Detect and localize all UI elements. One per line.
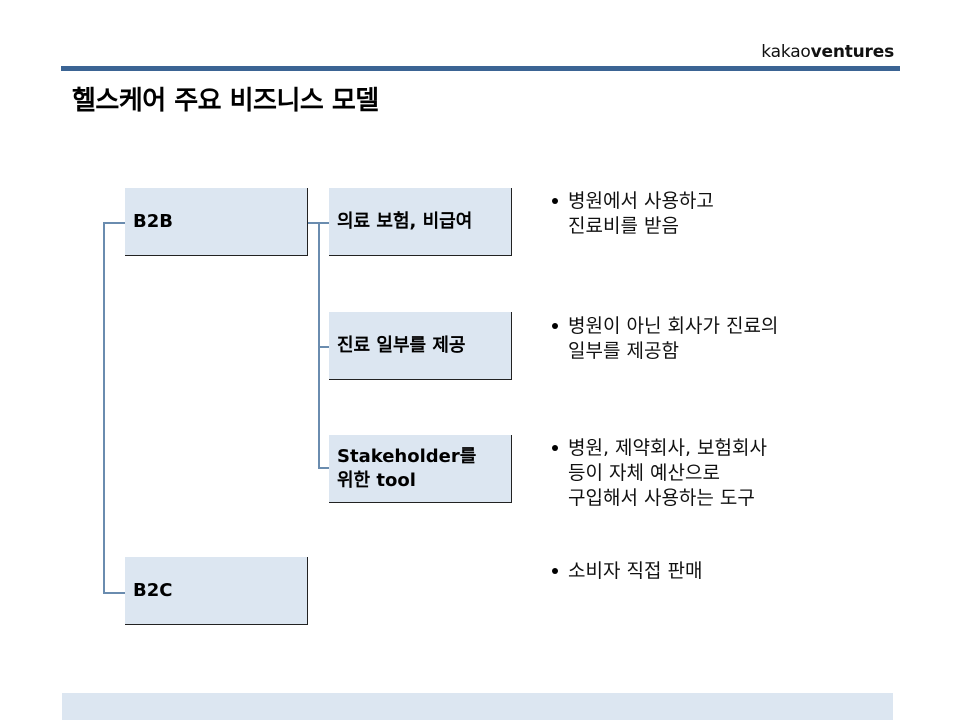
connector-to-partial-care (318, 346, 329, 348)
bullet-text: 병원, 제약회사, 보험회사 (568, 437, 767, 459)
bullet-text: 진료비를 받음 (568, 215, 679, 237)
connector-b2b-out (308, 222, 318, 224)
connector-b2b-vertical (318, 222, 320, 468)
logo-light-text: kakao (761, 42, 811, 62)
footer-band (62, 693, 893, 720)
bullet-partial-care: 병원이 아닌 회사가 진료의 일부를 제공함 (552, 314, 778, 364)
node-stakeholder-tool: Stakeholder를 위한 tool (329, 435, 512, 503)
kakaoventures-logo: kakaoventures (761, 42, 894, 62)
node-b2b: B2B (125, 188, 308, 256)
bullet-text: 구입해서 사용하는 도구 (568, 487, 755, 509)
node-insurance-noncovered: 의료 보험, 비급여 (329, 188, 512, 256)
logo-bold-text: ventures (810, 42, 895, 62)
bullet-icon (552, 445, 558, 451)
connector-root-vertical (103, 222, 105, 593)
bullet-icon (552, 198, 558, 204)
connector-root-to-b2c (103, 592, 125, 594)
bullet-insurance: 병원에서 사용하고 진료비를 받음 (552, 189, 714, 239)
node-stakeholder-label-line1: Stakeholder를 (337, 445, 477, 467)
bullet-text: 병원에서 사용하고 (568, 190, 714, 212)
node-b2c-label: B2C (133, 579, 173, 601)
connector-to-stakeholder-tool (318, 467, 329, 469)
node-b2c: B2C (125, 557, 308, 625)
node-partial-care: 진료 일부를 제공 (329, 312, 512, 380)
connector-to-insurance (318, 222, 329, 224)
node-insurance-label: 의료 보험, 비급여 (337, 210, 473, 232)
bullet-stakeholder-tool: 병원, 제약회사, 보험회사 등이 자체 예산으로 구입해서 사용하는 도구 (552, 436, 767, 511)
bullet-text: 소비자 직접 판매 (568, 560, 703, 582)
page-title: 헬스케어 주요 비즈니스 모델 (72, 86, 379, 116)
node-stakeholder-label-line2: 위한 tool (337, 469, 416, 491)
bullet-icon (552, 323, 558, 329)
node-b2b-label: B2B (133, 210, 173, 232)
bullet-text: 등이 자체 예산으로 (568, 462, 720, 484)
bullet-text: 병원이 아닌 회사가 진료의 (568, 315, 779, 337)
header-divider (61, 66, 900, 71)
connector-root-to-b2b (103, 222, 125, 224)
bullet-b2c: 소비자 직접 판매 (552, 559, 702, 584)
bullet-text: 일부를 제공함 (568, 340, 679, 362)
node-partial-care-label: 진료 일부를 제공 (337, 334, 466, 356)
bullet-icon (552, 568, 558, 574)
